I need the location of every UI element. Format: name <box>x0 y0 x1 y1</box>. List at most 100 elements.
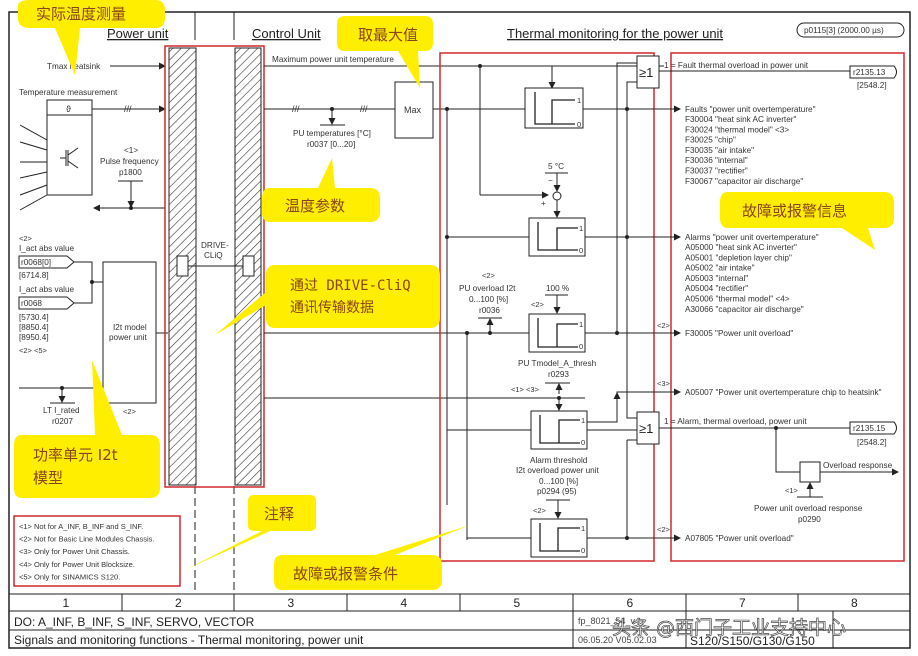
svg-text:故障或报警条件: 故障或报警条件 <box>293 565 398 583</box>
comparator-i2t-alarm: 1 0 <box>530 518 588 558</box>
f30005-text: F30005 "Power unit overload" <box>685 329 793 338</box>
iact1-param: r0068[0] <box>21 258 51 267</box>
footnote-item: <4> Only for Power Unit Blocksize. <box>19 560 135 569</box>
fault-info-highlight <box>670 52 905 562</box>
svg-text:取最大值: 取最大值 <box>358 26 418 44</box>
header-control-unit: Control Unit <box>252 26 321 41</box>
svg-text:注释: 注释 <box>264 505 294 523</box>
svg-text:0: 0 <box>579 246 583 255</box>
junction <box>557 396 561 400</box>
alarm-item: A30066 "capacitor air discharge" <box>685 305 804 314</box>
footer-column-number: 4 <box>401 596 408 610</box>
pu-temps-label: PU temperatures [°C] <box>293 129 371 138</box>
fault-item: F30067 "capacitor air discharge" <box>685 177 803 186</box>
footnote-item: <5> Only for SINAMICS S120. <box>19 572 120 581</box>
sample-time-text: p0115[3] (2000.00 µs) <box>804 26 884 35</box>
fault-or-label: 1 = Fault thermal overload in power unit <box>664 61 809 70</box>
iact2-notes: <2> <5> <box>19 346 48 355</box>
pu-overload-param: r0036 <box>479 306 500 315</box>
temp-measurement-label: Temperature measurement <box>19 88 118 97</box>
alarm-param: p0294 (95) <box>537 487 577 496</box>
footer-date-version: 06.05.20 V05.02.03 <box>578 635 657 645</box>
thresh-note: <2> <box>531 300 545 309</box>
signal-line <box>626 81 637 237</box>
fault-item: F30004 "heat sink AC inverter" <box>685 115 796 124</box>
iact1-label: I_act abs value <box>19 244 75 253</box>
junction <box>129 206 133 210</box>
callout-take-max: 取最大值 <box>337 16 433 88</box>
lt-param: r0207 <box>52 417 73 426</box>
footnotes-list: <1> Not for A_INF, B_INF and S_INF. <2> N… <box>19 522 154 581</box>
comparator-overtemp: 1 0 <box>524 87 584 129</box>
footnote-item: <2> Not for Basic Line Modules Chassis. <box>19 535 154 544</box>
max-block <box>394 81 434 139</box>
bus-slash: /// <box>124 104 132 114</box>
or-gate-fault <box>636 55 660 89</box>
footer-column-number: 5 <box>514 596 521 610</box>
svg-text:0: 0 <box>577 120 581 129</box>
footer-column-number: 3 <box>288 596 295 610</box>
or-gate-fault-symbol: ≥1 <box>639 65 653 80</box>
f30005-note: <2> <box>657 321 671 330</box>
footer-column-number: 1 <box>63 596 70 610</box>
fault-item: F30035 "air intake" <box>685 146 754 155</box>
alarm-ref: [2548.2] <box>857 438 887 447</box>
a05007-text: A05007 "Power unit overtemperature chip … <box>685 388 882 397</box>
resp-label: Power unit overload response <box>754 504 863 513</box>
alarm-or-label: 1 = Alarm, thermal overload, power unit <box>664 417 807 426</box>
alarm-item: A05002 "air intake" <box>685 264 755 273</box>
svg-text:0: 0 <box>581 438 585 447</box>
junction <box>60 386 64 390</box>
iact2-ref-1: [5730.4] <box>19 313 49 322</box>
junction <box>488 331 492 335</box>
iact1-connector <box>18 255 75 269</box>
svg-text:实际温度测量: 实际温度测量 <box>36 5 126 23</box>
svg-text:0: 0 <box>581 546 585 555</box>
svg-text:1: 1 <box>579 320 583 329</box>
alarm-item: A05006 "thermal model" <4> <box>685 295 790 304</box>
watermark: 头条 @西门子工业支持中心 <box>612 617 846 639</box>
svg-text:模型: 模型 <box>33 469 63 487</box>
heat-rays-icon <box>19 124 48 211</box>
bottom-note: <2> <box>533 506 547 515</box>
alarm-param-value: r2135.15 <box>853 424 886 433</box>
a07805-text: A07805 "Power unit overload" <box>685 534 794 543</box>
alarm-item: A05004 "rectifier" <box>685 284 748 293</box>
footnotes-box <box>13 515 181 587</box>
minus-sign: − <box>548 176 553 185</box>
a07805-note: <2> <box>657 525 671 534</box>
header-thermal: Thermal monitoring for the power unit <box>507 26 723 41</box>
junction <box>90 280 94 284</box>
sample-time-badge <box>796 22 905 38</box>
callout-notes: 注释 <box>185 495 316 570</box>
overload-response-block <box>799 461 821 483</box>
or-gate-alarm-symbol: ≥1 <box>639 421 653 436</box>
alarm-thresh-label: Alarm threshold <box>530 456 588 465</box>
max-block-label: Max <box>404 105 422 115</box>
svg-text:通过 DRIVE-CliQ: 通过 DRIVE-CliQ <box>290 278 411 294</box>
bus-slash: /// <box>360 104 368 114</box>
footer-do-line: DO: A_INF, B_INF, S_INF, SERVO, VECTOR <box>14 615 255 629</box>
comparator-alarm-threshold: 1 0 <box>530 410 588 450</box>
pu-temps-param: r0037 [0...20] <box>307 140 355 149</box>
callout-drivecliq: 通过 DRIVE-CliQ 通讯传输数据 <box>215 265 440 335</box>
iact2-param: r0068 <box>21 299 42 308</box>
alarm-param-connector <box>849 421 897 435</box>
a05007-note: <3> <box>657 379 671 388</box>
signal-line <box>616 62 637 333</box>
pulse-freq-param: p1800 <box>119 168 142 177</box>
drivecliq-highlight <box>164 45 265 488</box>
faults-list: F30004 "heat sink AC inverter"F30024 "th… <box>685 115 803 186</box>
footer-column-number: 6 <box>627 596 634 610</box>
fault-param-connector <box>849 65 897 79</box>
comparator-overload: 1 0 <box>528 313 586 353</box>
alarm-range: 0...100 [%] <box>539 477 578 486</box>
footnote-item: <1> Not for A_INF, B_INF and S_INF. <box>19 522 143 531</box>
i2t-note: <2> <box>123 407 137 416</box>
iact2-ref-3: [8950.4] <box>19 333 49 342</box>
svg-text:温度参数: 温度参数 <box>285 197 345 215</box>
plus-sign: + <box>541 199 546 208</box>
pulse-freq-label: Pulse frequency <box>100 157 160 166</box>
lt-label: LT I_rated <box>43 406 80 415</box>
